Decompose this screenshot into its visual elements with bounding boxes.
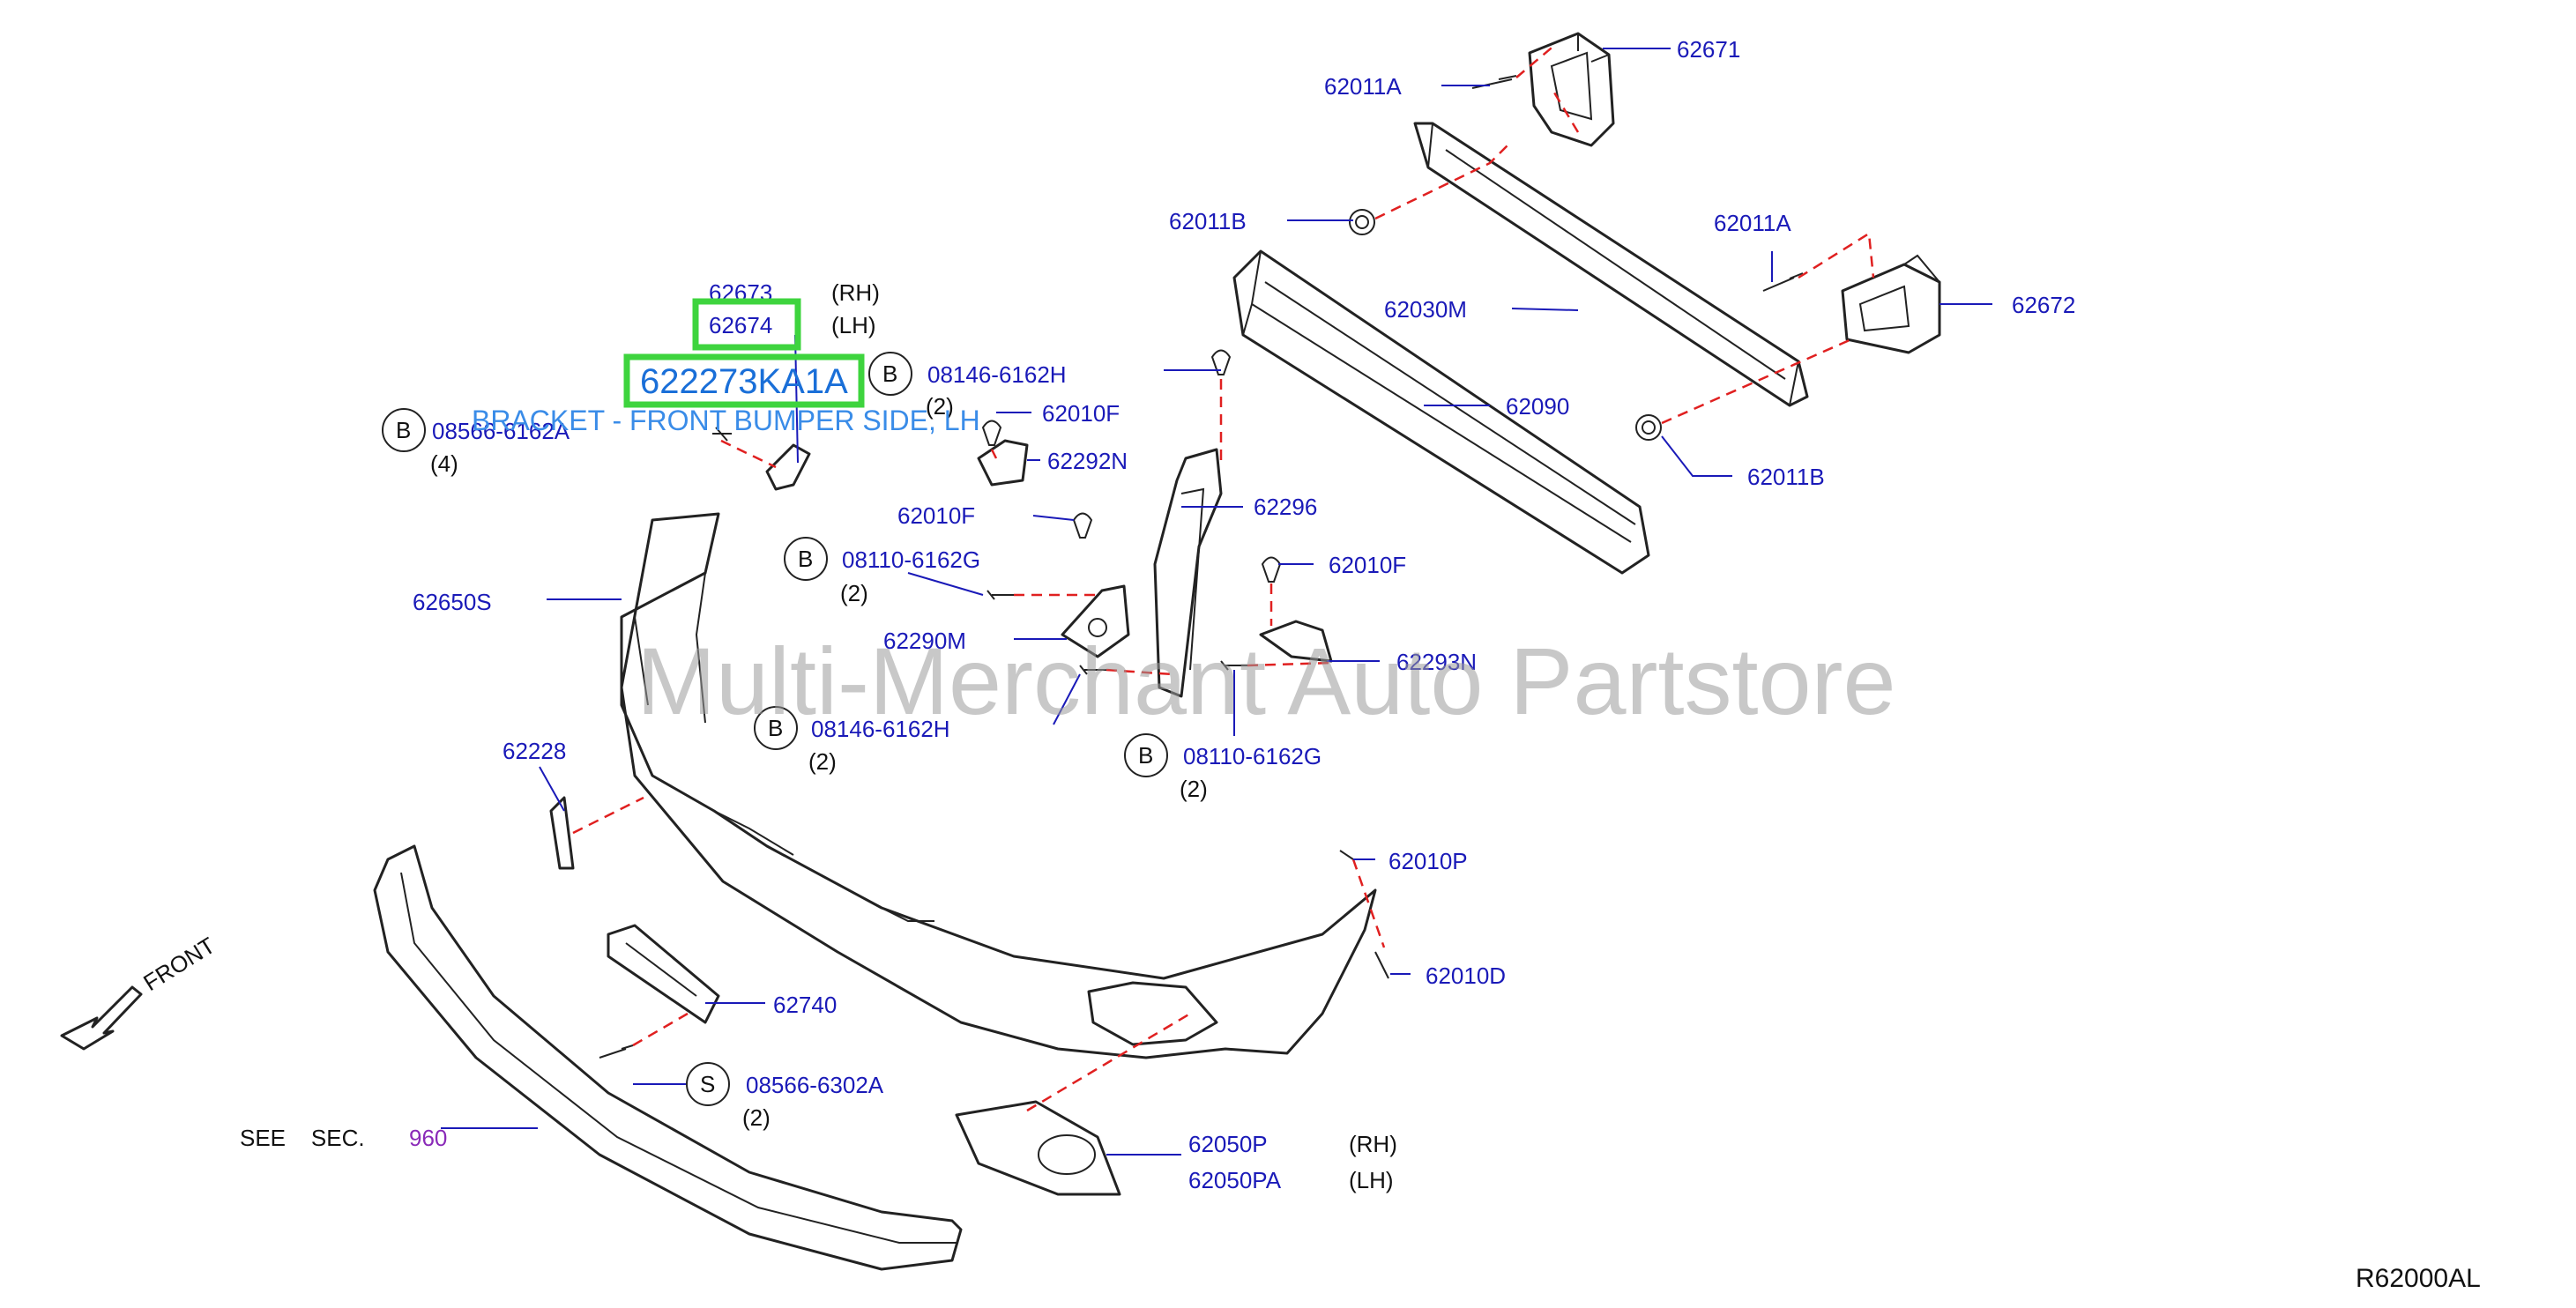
label-08110-top-qty: (2) [840,580,868,606]
see-sec-label: SEE SEC. [240,1125,365,1151]
bracket-62674-drawing [765,443,811,491]
label-62671: 62671 [1677,36,1740,63]
bracket-62672-drawing [1841,254,1941,354]
label-62090: 62090 [1506,393,1569,420]
highlighted-part: 622273KA1A BRACKET - FRONT BUMPER SIDE, … [472,298,980,436]
highlight-box-62674[interactable] [692,298,801,351]
leader-lines [441,48,1992,1156]
label-62011A-right: 62011A [1714,210,1791,236]
see-sec-number[interactable]: 960 [409,1125,447,1151]
foglamp-bezel-drawing [955,1100,1121,1196]
label-62010F-mid: 62010F [897,502,975,529]
marker-b-08146-bottom: B [768,715,783,741]
bracket-62292N-drawing [977,439,1029,487]
label-62011B-top: 62011B [1169,208,1247,234]
label-08566-6162A: 08566-6162A [432,418,570,444]
label-62030M: 62030M [1384,296,1467,323]
see-section-reference: SEE SEC. 960 [240,1125,447,1151]
label-62674-side: (LH) [831,312,876,338]
label-08110-bottom-qty: (2) [1180,776,1208,802]
marker-b-08110-top: B [798,546,813,572]
label-62292N: 62292N [1047,448,1128,474]
bumper-fascia-62650S-drawing [620,512,1377,1059]
plate-62740-drawing [607,924,720,1024]
label-62010F-right: 62010F [1329,552,1406,578]
watermark: Multi-Merchant Auto Partstore [637,628,1896,734]
label-08146-bottom-qty: (2) [808,748,837,775]
label-62050P-side: (RH) [1349,1131,1397,1157]
label-62228: 62228 [503,738,566,764]
marker-b-08146-top: B [882,360,897,387]
absorber-62090-drawing [1232,249,1650,575]
label-62010F-top: 62010F [1042,400,1120,427]
lower-spoiler-drawing [373,844,963,1271]
label-62050PA-side: (LH) [1349,1167,1394,1193]
label-62010D: 62010D [1426,962,1506,989]
label-08110-bottom: 08110-6162G [1183,743,1322,769]
reinforcement-62030M-drawing [1413,122,1809,407]
label-08566-6162A-qty: (4) [430,450,458,477]
label-62050PA: 62050PA [1188,1167,1282,1193]
label-08146-top-qty: (2) [926,393,954,420]
label-62011B-right: 62011B [1747,464,1825,490]
assembly-dashed-lines [572,43,1875,1112]
bracket-62290M-drawing [1061,584,1130,658]
front-arrow-label: FRONT [138,932,220,996]
label-62650S: 62650S [413,589,492,615]
fastener-symbols [599,75,1804,1059]
marker-s-08566-6302A: S [700,1071,715,1097]
bracket-62293N-drawing [1259,620,1333,663]
label-62290M: 62290M [883,628,966,654]
label-62674: 62674 [709,312,772,338]
highlight-box-part-number[interactable] [623,353,865,408]
front-arrow: FRONT [60,932,220,1051]
label-62740: 62740 [773,992,837,1018]
part-labels: 62011A 62671 62011B 62011A 62672 62030M … [413,36,2075,1193]
label-62673-side: (RH) [831,279,880,306]
label-62011A-top: 62011A [1324,73,1402,100]
marker-b-08110-bottom: B [1138,742,1153,769]
label-62050P: 62050P [1188,1131,1268,1157]
label-08146-bottom: 08146-6162H [811,716,950,742]
label-62296: 62296 [1254,494,1317,520]
label-62010P: 62010P [1389,848,1468,874]
highlight-part-number: 622273KA1A [640,362,848,401]
label-62672: 62672 [2012,292,2075,318]
label-62293N: 62293N [1396,649,1477,675]
label-08566-6302A-qty: (2) [742,1104,771,1131]
bracket-62296-drawing [1153,448,1223,698]
label-08110-top: 08110-6162G [842,546,980,573]
marker-b-08566: B [396,417,411,443]
fastener-markers: B B B B B S [382,352,1168,1106]
label-08146-top: 08146-6162H [927,361,1067,388]
label-08566-6302A: 08566-6302A [746,1072,884,1098]
diagram-code: R62000AL [2356,1264,2481,1293]
bracket-62671-drawing [1528,32,1615,147]
highlight-description: BRACKET - FRONT BUMPER SIDE, LH [472,405,980,436]
